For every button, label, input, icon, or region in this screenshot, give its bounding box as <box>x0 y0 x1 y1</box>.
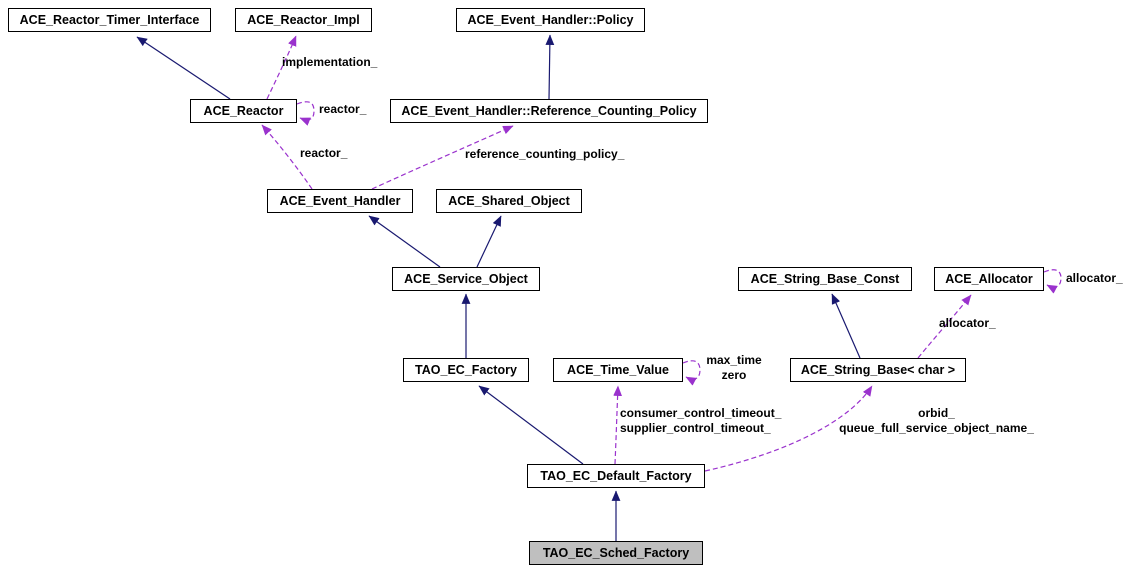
edge-label-consumer-supplier-control-timeout: consumer_control_timeout_ supplier_contr… <box>620 406 782 435</box>
edge-label-allocator-self: allocator_ <box>1066 271 1123 285</box>
class-node-ace-event-handler-reference-counting-policy[interactable]: ACE_Event_Handler::Reference_Counting_Po… <box>390 99 708 123</box>
edge-inheritance-refcountpolicy-to-policy <box>545 34 555 100</box>
edge-label-implementation: implementation_ <box>282 55 378 69</box>
class-node-tao-ec-default-factory[interactable]: TAO_EC_Default_Factory <box>527 464 705 488</box>
edge-inheritance-stringbase-to-stringbaseconst <box>831 293 861 359</box>
class-node-ace-reactor-timer-interface[interactable]: ACE_Reactor_Timer_Interface <box>8 8 211 32</box>
class-node-tao-ec-sched-factory: TAO_EC_Sched_Factory <box>529 541 703 565</box>
class-node-ace-reactor[interactable]: ACE_Reactor <box>190 99 297 123</box>
class-node-ace-string-base-const[interactable]: ACE_String_Base_Const <box>738 267 912 291</box>
edge-usage-defaultfactory-to-stringbase <box>704 385 873 472</box>
class-node-ace-event-handler[interactable]: ACE_Event_Handler <box>267 189 413 213</box>
edge-label-reference-counting-policy: reference_counting_policy_ <box>465 147 625 161</box>
edge-label-allocator: allocator_ <box>939 316 996 330</box>
edge-label-orbid-queue-full-service-object-name: orbid_ queue_full_service_object_name_ <box>839 406 1034 435</box>
edge-inheritance-defaultfactory-to-ecfactory <box>478 385 584 465</box>
class-node-ace-event-handler-policy[interactable]: ACE_Event_Handler::Policy <box>456 8 645 32</box>
class-node-ace-string-base-char[interactable]: ACE_String_Base< char > <box>790 358 966 382</box>
class-node-ace-allocator[interactable]: ACE_Allocator <box>934 267 1044 291</box>
edge-usage-timevalue-self-loop <box>682 360 701 386</box>
class-node-tao-ec-factory[interactable]: TAO_EC_Factory <box>403 358 529 382</box>
edge-label-reactor-self: reactor_ <box>319 102 367 116</box>
edge-inheritance-serviceobject-to-eventhandler <box>368 215 441 268</box>
edge-inheritance-serviceobject-to-sharedobject <box>476 215 502 268</box>
edge-inheritance-reactor-to-timer-interface <box>136 36 231 100</box>
edge-usage-eventhandler-to-refcountpolicy <box>371 125 514 190</box>
class-node-ace-time-value[interactable]: ACE_Time_Value <box>553 358 683 382</box>
edge-usage-reactor-to-reactorimpl <box>266 35 297 100</box>
class-node-ace-shared-object[interactable]: ACE_Shared_Object <box>436 189 582 213</box>
class-node-ace-service-object[interactable]: ACE_Service_Object <box>392 267 540 291</box>
edge-usage-defaultfactory-to-timevalue <box>613 385 623 465</box>
edge-usage-eventhandler-to-reactor <box>261 124 313 190</box>
edge-usage-stringbase-to-allocator <box>917 294 972 359</box>
edge-usage-reactor-self-loop <box>296 101 315 126</box>
edge-label-reactor: reactor_ <box>300 146 348 160</box>
edge-usage-allocator-self-loop <box>1043 269 1062 294</box>
class-node-ace-reactor-impl[interactable]: ACE_Reactor_Impl <box>235 8 372 32</box>
edge-label-max-time-zero: max_time zero <box>706 353 762 382</box>
